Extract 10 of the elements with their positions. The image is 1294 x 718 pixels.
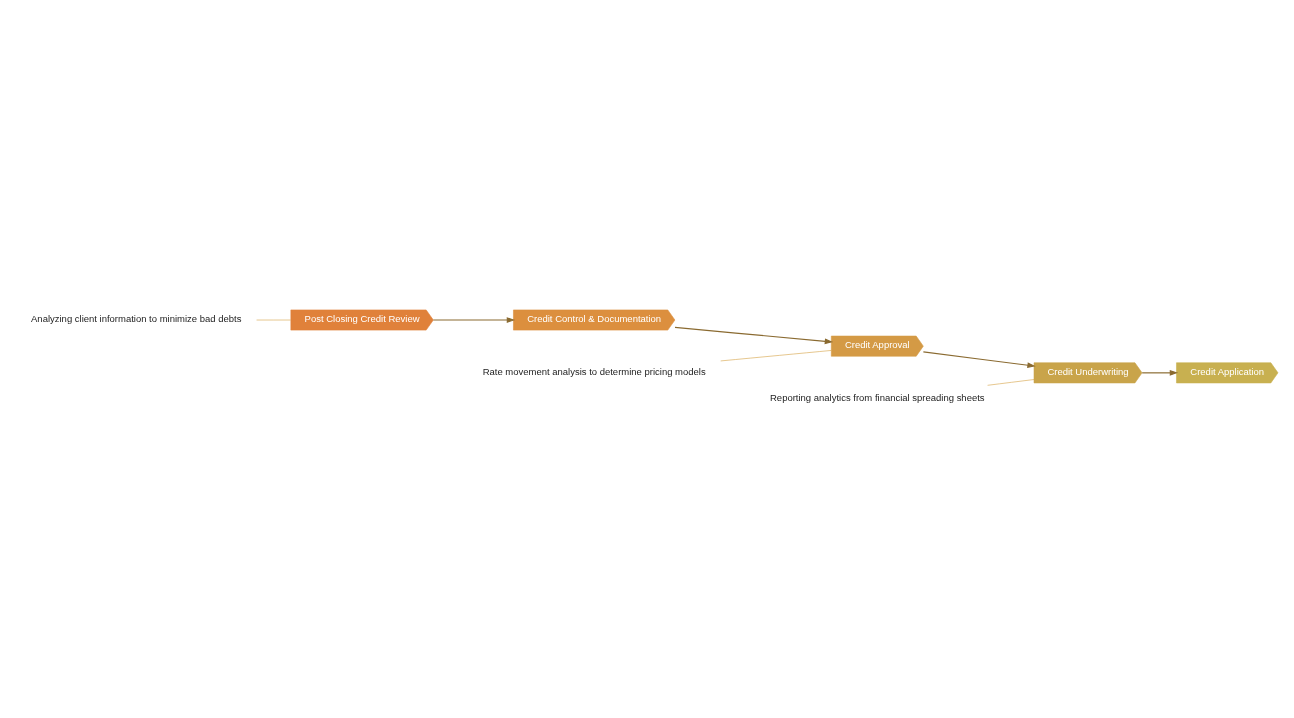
arrow [674,326,834,344]
connector [987,378,1035,386]
arrow [1141,369,1179,376]
arrow [922,350,1036,368]
node-text: Rate movement analysis to determine pricing models [482,365,706,377]
connector [256,319,291,320]
node-text: Reporting analytics from financial spreading sheets [770,391,985,403]
connector [720,349,832,361]
arrow [432,316,516,323]
node-text: Analyzing client information to minimize bad debts [31,312,242,324]
